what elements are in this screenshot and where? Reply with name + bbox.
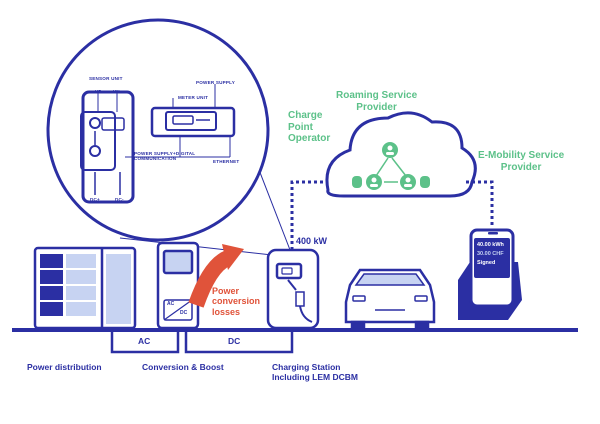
dc-plus-label: DC+ — [90, 197, 100, 202]
emsp-line2: Provider — [500, 161, 542, 173]
power-conversion-line2: conversion — [212, 296, 261, 307]
sensor-unit-label: SENSOR UNIT — [89, 76, 123, 81]
vp-label: VP — [95, 89, 102, 94]
dc-label: DC — [228, 336, 241, 346]
meter-unit-label: METER UNIT — [178, 95, 209, 100]
charging-station-label: Charging Station Including LEM DCBM — [272, 362, 358, 383]
data-link-dotted — [290, 180, 328, 250]
cpo-line3: Operator — [288, 133, 331, 144]
phone-price-text: 30.00 CHF — [477, 251, 504, 257]
conversion-boost-label: Conversion & Boost — [142, 362, 224, 372]
dc-bracket — [184, 330, 294, 354]
power-conversion-line3: losses — [212, 306, 241, 317]
charging-station — [266, 248, 320, 330]
data-link-dotted — [466, 180, 494, 228]
roaming-service-provider-label: Roaming Service Provider — [336, 90, 417, 113]
ethernet-label: ETHERNET — [213, 159, 240, 164]
cpo-line1: Charge — [288, 110, 323, 121]
meter-unit — [125, 84, 236, 158]
power-supply-digital-label: POWER SUPPLY+DIGITAL COMMUNICATION — [134, 151, 195, 162]
ac-label: AC — [138, 336, 151, 346]
power-distribution-label: Power distribution — [27, 362, 102, 372]
power-loss-arrow — [188, 244, 244, 308]
database-icon — [352, 176, 362, 188]
phone-status-text: Signed — [477, 260, 496, 266]
charging-station-label-line2: Including LEM DCBM — [272, 371, 358, 382]
cloud — [325, 111, 477, 198]
e-mobility-service-provider-label: E-Mobility Service Provider — [478, 150, 564, 173]
power-supply-label: POWER SUPPLY — [196, 80, 235, 85]
phone-in-hand — [458, 228, 522, 320]
converter-dc-text: DC — [180, 310, 188, 316]
ac-dc-converter — [156, 241, 200, 330]
charge-point-operator-label: Charge Point Operator — [288, 110, 330, 145]
meter-zoom-detail — [46, 18, 270, 242]
dc-minus-label: DC- — [115, 197, 124, 202]
database-icon — [420, 176, 430, 188]
ps-digital-line2: COMMUNICATION — [134, 156, 177, 162]
converter-ac-text: AC — [167, 301, 175, 307]
roaming-line1: Roaming Service — [336, 90, 418, 101]
charging-station-label-line1: Charging Station — [272, 362, 341, 372]
power-conversion-line1: Power — [212, 286, 240, 296]
power-distribution-cabinet — [33, 246, 137, 330]
cpo-line2: Point — [288, 121, 313, 133]
roaming-line2: Provider — [356, 101, 397, 113]
phone-energy-text: 40.00 kWh — [477, 242, 504, 248]
ps-digital-line1: POWER SUPPLY+DIGITAL — [134, 151, 196, 156]
vn-label: VN — [113, 89, 120, 94]
electric-car — [344, 268, 436, 332]
sensor-unit — [80, 90, 135, 204]
power-conversion-losses-label: Power conversion losses — [212, 286, 260, 317]
power-rating-label: 400 kW — [296, 236, 328, 246]
ac-bracket — [110, 330, 180, 354]
emsp-line1: E-Mobility Service — [478, 150, 565, 161]
